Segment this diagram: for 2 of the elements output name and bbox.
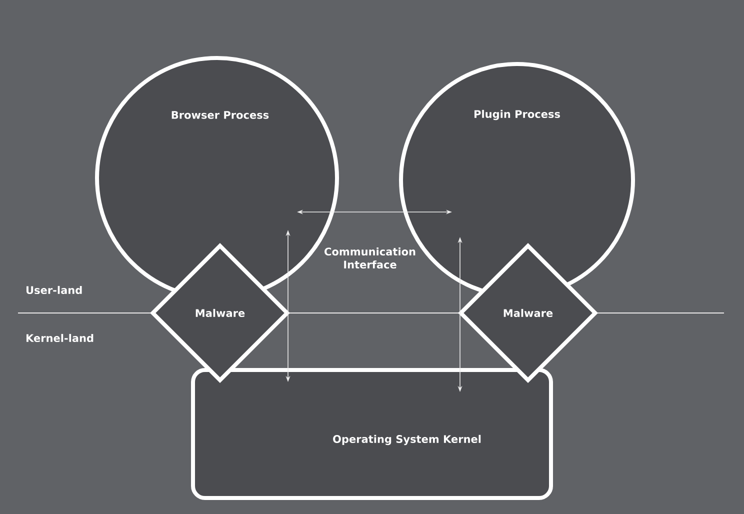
layer-label: User-land <box>26 286 82 294</box>
layer-label: Kernel-land <box>26 334 94 342</box>
